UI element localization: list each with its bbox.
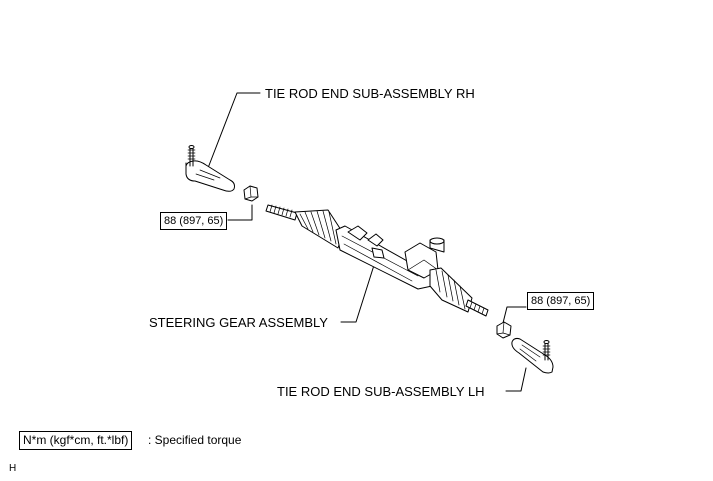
label-tie-rod-end-lh: TIE ROD END SUB-ASSEMBLY LH <box>277 384 485 399</box>
torque-value-rh: 88 (897, 65) <box>160 212 228 231</box>
leader-line-tie-rod-lh <box>505 367 527 392</box>
torque-value-lh: 88 (897, 65) <box>527 292 595 311</box>
leader-line-torque-rh <box>227 204 253 221</box>
label-tie-rod-end-rh: TIE ROD END SUB-ASSEMBLY RH <box>265 86 475 101</box>
leader-line-torque-lh <box>502 306 527 324</box>
label-steering-gear-assembly: STEERING GEAR ASSEMBLY <box>149 315 328 330</box>
leader-line-steering-gear <box>340 261 376 323</box>
nut-rh <box>243 185 259 202</box>
tie-rod-end-lh <box>511 337 554 374</box>
figure-code: H <box>9 463 17 474</box>
steering-gear-body <box>265 204 489 317</box>
legend-description: : Specified torque <box>148 433 242 447</box>
nut-lh <box>496 321 512 339</box>
legend-torque-unit: N*m (kgf*cm, ft.*lbf) <box>19 431 133 451</box>
tie-rod-end-rh <box>185 145 235 192</box>
leader-line-tie-rod-rh <box>207 92 261 169</box>
